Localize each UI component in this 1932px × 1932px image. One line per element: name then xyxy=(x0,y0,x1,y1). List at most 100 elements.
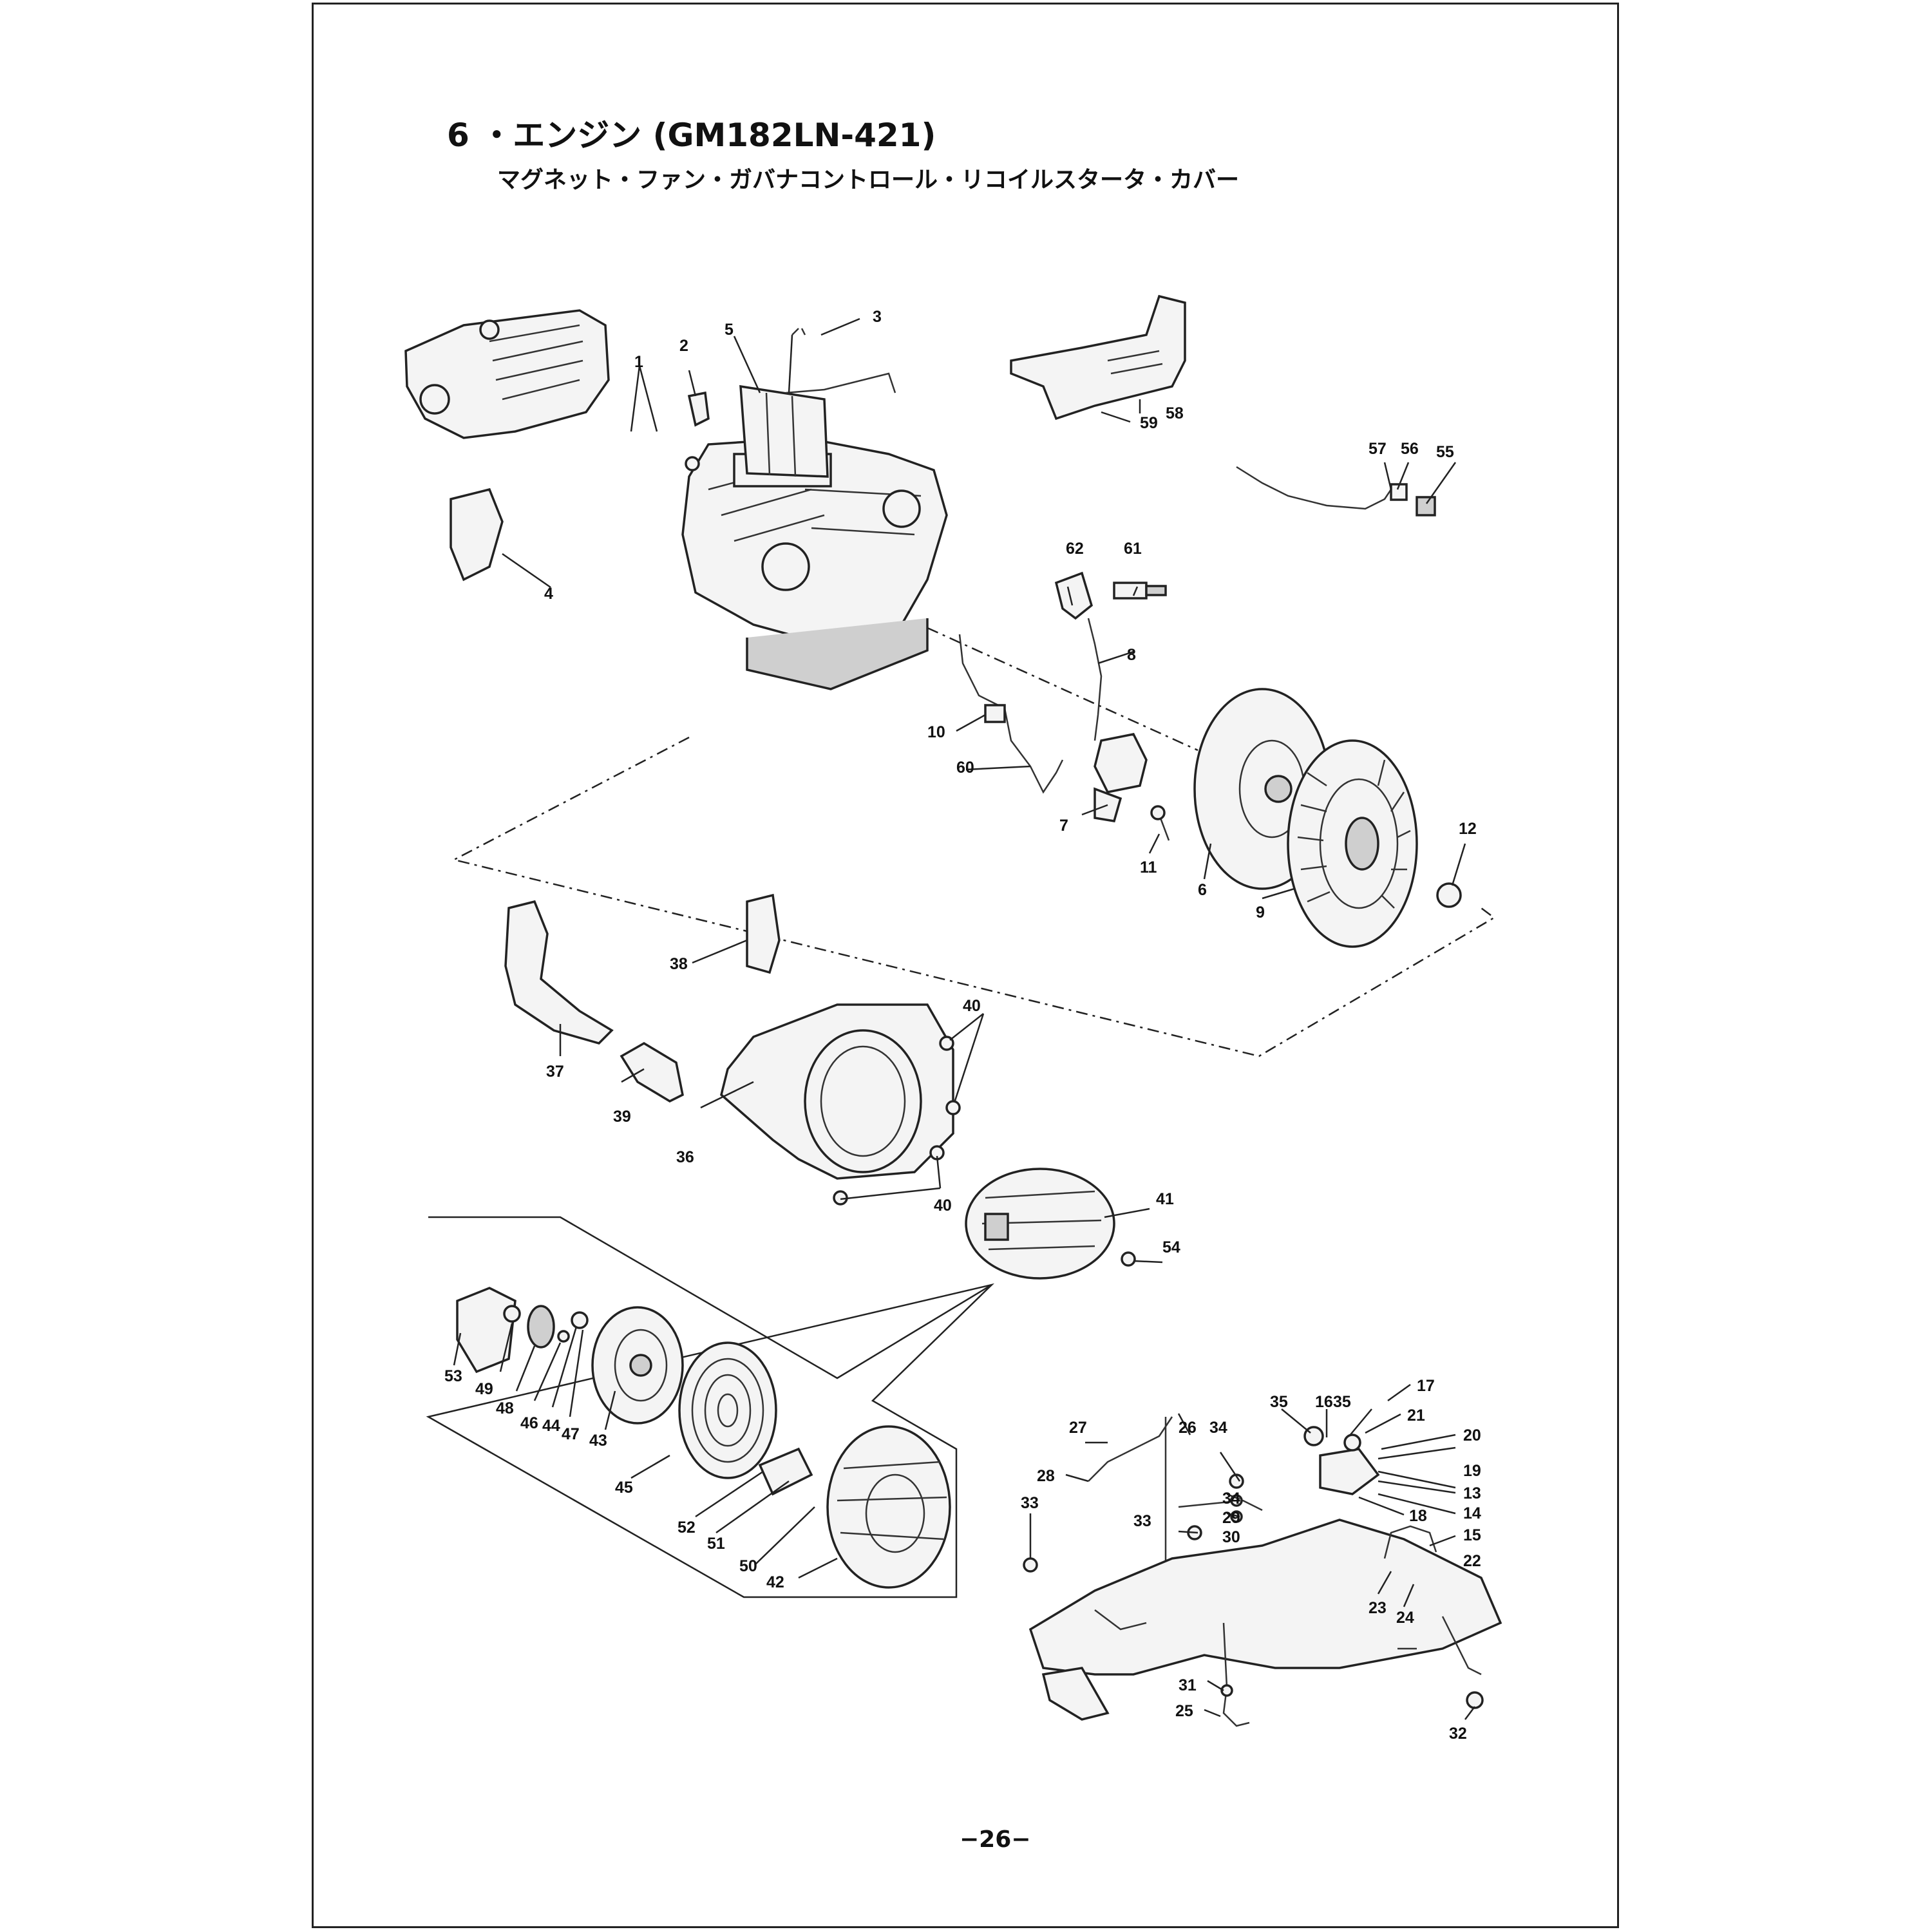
starter-reel xyxy=(591,1306,684,1425)
shroud-baffle-upper xyxy=(746,893,781,974)
fan-shroud xyxy=(720,1003,954,1180)
governor-link-rod xyxy=(785,328,896,394)
flywheel-nut xyxy=(1436,882,1462,908)
callout-29: 29 xyxy=(1222,1509,1240,1527)
recoil-spring xyxy=(678,1341,777,1479)
callout-20: 20 xyxy=(1463,1426,1481,1444)
callout-4: 4 xyxy=(544,585,553,603)
callout-54: 54 xyxy=(1162,1238,1180,1256)
stop-wire xyxy=(958,634,1064,794)
callout-16: 16 xyxy=(1315,1393,1333,1411)
callout-33: 33 xyxy=(1133,1512,1151,1530)
callout-39: 39 xyxy=(613,1108,631,1126)
callout-19: 19 xyxy=(1463,1462,1481,1480)
coil-bolt xyxy=(1150,805,1170,841)
callout-24: 24 xyxy=(1396,1609,1414,1627)
callout-30: 30 xyxy=(1222,1528,1240,1546)
callout-43: 43 xyxy=(589,1432,607,1450)
callout-5: 5 xyxy=(724,321,734,339)
callout-6: 6 xyxy=(1198,881,1207,899)
callout-2: 2 xyxy=(679,337,688,355)
callout-31: 31 xyxy=(1179,1676,1197,1694)
starter-handle xyxy=(758,1447,813,1496)
callout-36: 36 xyxy=(676,1148,694,1166)
callout-26: 26 xyxy=(1179,1419,1197,1437)
callout-18: 18 xyxy=(1409,1507,1427,1525)
muffler-guard xyxy=(450,488,504,582)
callout-60: 60 xyxy=(956,759,974,777)
governor-rod xyxy=(1088,1416,1263,1571)
governor-base-plate xyxy=(1028,1519,1502,1676)
page-subtitle: マグネット・ファン・ガバナコントロール・リコイルスタータ・カバー xyxy=(497,167,1240,193)
starter-small-parts xyxy=(503,1305,589,1349)
callout-59: 59 xyxy=(1140,414,1158,432)
governor-arm xyxy=(1220,1622,1250,1727)
muffler-cover xyxy=(404,309,610,439)
callout-27: 27 xyxy=(1069,1419,1087,1437)
cooling-fan xyxy=(1287,739,1418,948)
shroud-plate xyxy=(620,1041,684,1103)
callout-23: 23 xyxy=(1368,1599,1387,1617)
callout-34b: 34 xyxy=(1222,1490,1240,1508)
callout-32: 32 xyxy=(1449,1725,1467,1743)
callout-58: 58 xyxy=(1166,404,1184,422)
callout-35b: 35 xyxy=(1333,1393,1351,1411)
callout-56: 56 xyxy=(1401,440,1419,458)
callout-11: 11 xyxy=(1140,858,1157,876)
callout-1: 1 xyxy=(634,353,643,371)
callout-40b: 40 xyxy=(934,1197,952,1215)
callout-9: 9 xyxy=(1256,904,1265,922)
callout-62: 62 xyxy=(1066,540,1084,558)
callout-3: 3 xyxy=(873,308,882,326)
callout-13: 13 xyxy=(1463,1484,1481,1502)
spark-plug xyxy=(1113,582,1167,600)
page-title: 6 ・エンジン (GM182LN-421) xyxy=(447,117,936,154)
engine-bracket xyxy=(685,391,710,471)
governor-lower-bracket xyxy=(1041,1667,1110,1721)
callout-57: 57 xyxy=(1368,440,1387,458)
callout-15: 15 xyxy=(1463,1526,1481,1544)
governor-bolts xyxy=(1023,1473,1484,1709)
callout-7: 7 xyxy=(1059,817,1068,835)
callout-42: 42 xyxy=(766,1573,784,1591)
callout-40: 40 xyxy=(963,997,981,1015)
callout-17: 17 xyxy=(1417,1377,1435,1395)
callout-28: 28 xyxy=(1037,1467,1055,1485)
phantom-line-flywheel xyxy=(927,627,1198,752)
detail-box-outline xyxy=(426,1216,995,1598)
callout-45: 45 xyxy=(615,1479,633,1497)
leader-lines xyxy=(453,317,1475,1720)
callout-37: 37 xyxy=(546,1063,564,1081)
callout-10: 10 xyxy=(927,723,945,741)
callout-21: 21 xyxy=(1407,1406,1425,1425)
recoil-starter-cover xyxy=(965,1168,1136,1280)
callout-8: 8 xyxy=(1127,646,1136,664)
governor-lever xyxy=(1303,1426,1380,1495)
callout-50: 50 xyxy=(739,1557,757,1575)
callout-38: 38 xyxy=(670,955,688,973)
callout-61: 61 xyxy=(1124,540,1142,558)
callout-41: 41 xyxy=(1156,1190,1174,1208)
phantom-line-assembly xyxy=(451,736,1496,1057)
callout-46: 46 xyxy=(520,1414,538,1432)
spark-plug-cap xyxy=(1054,571,1103,741)
callout-14: 14 xyxy=(1463,1504,1481,1522)
callout-12: 12 xyxy=(1459,820,1477,838)
page-number: −26− xyxy=(960,1826,1031,1853)
starter-pulley-cup xyxy=(456,1287,516,1374)
callout-33b: 33 xyxy=(1021,1494,1039,1512)
callout-47: 47 xyxy=(562,1425,580,1443)
callout-25: 25 xyxy=(1175,1702,1193,1720)
starter-case xyxy=(826,1425,951,1589)
tank-bracket xyxy=(1010,294,1186,421)
callout-53: 53 xyxy=(444,1367,462,1385)
throttle-hose xyxy=(1383,1525,1437,1559)
air-baffle xyxy=(739,384,829,478)
callout-35: 35 xyxy=(1270,1393,1288,1411)
callout-55: 55 xyxy=(1436,443,1454,461)
callout-49: 49 xyxy=(475,1380,493,1398)
callout-22: 22 xyxy=(1463,1552,1481,1570)
callout-labels: 1 2 3 4 5 6 7 8 9 10 11 12 13 14 15 16 1… xyxy=(444,308,1481,1743)
shroud-baffle-left xyxy=(504,900,614,1045)
